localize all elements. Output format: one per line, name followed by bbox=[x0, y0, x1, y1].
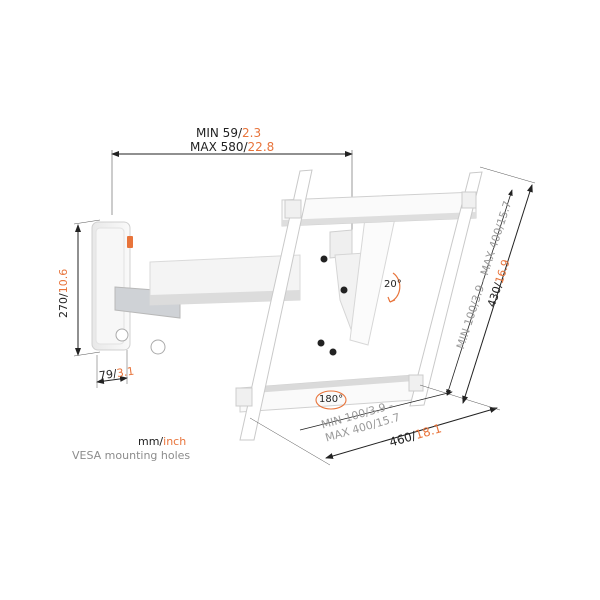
wall-plate-height-label: 270/10.6 bbox=[57, 268, 70, 318]
units-inch: inch bbox=[163, 435, 187, 448]
tilt-head bbox=[317, 217, 396, 356]
wall-plate-width-mm: 79/ bbox=[98, 367, 118, 383]
extension-max-mm: MAX 580/ bbox=[190, 140, 248, 154]
swivel-label: 180° bbox=[319, 394, 344, 405]
swing-arm bbox=[114, 254, 301, 355]
plate-width-dimension bbox=[249, 384, 501, 466]
extension-min-inch: 2.3 bbox=[242, 126, 262, 140]
extension-min-label: MIN 59/2.3 bbox=[196, 127, 261, 139]
extension-max-inch: 22.8 bbox=[247, 140, 275, 154]
vesa-note: VESA mounting holes bbox=[72, 449, 191, 462]
wall-plate-height-mm: 270/ bbox=[57, 293, 70, 318]
wall-plate-height-inch: 10.6 bbox=[57, 268, 70, 294]
wall-plate-width-inch: 3.1 bbox=[115, 364, 135, 380]
extension-dimension-line bbox=[111, 150, 353, 240]
wall-plate-width-dimension bbox=[96, 350, 128, 388]
wall-plate bbox=[91, 221, 133, 351]
plate-height-dimension bbox=[446, 166, 536, 404]
units-legend: mm/inch bbox=[138, 436, 186, 447]
wall-plate-height-dimension bbox=[73, 219, 101, 357]
vesa-plate bbox=[235, 169, 483, 441]
extension-max-label: MAX 580/22.8 bbox=[190, 141, 274, 153]
tilt-label: 20° bbox=[384, 279, 402, 290]
units-mm: mm/ bbox=[138, 435, 164, 448]
extension-min-mm: MIN 59/ bbox=[196, 126, 242, 140]
